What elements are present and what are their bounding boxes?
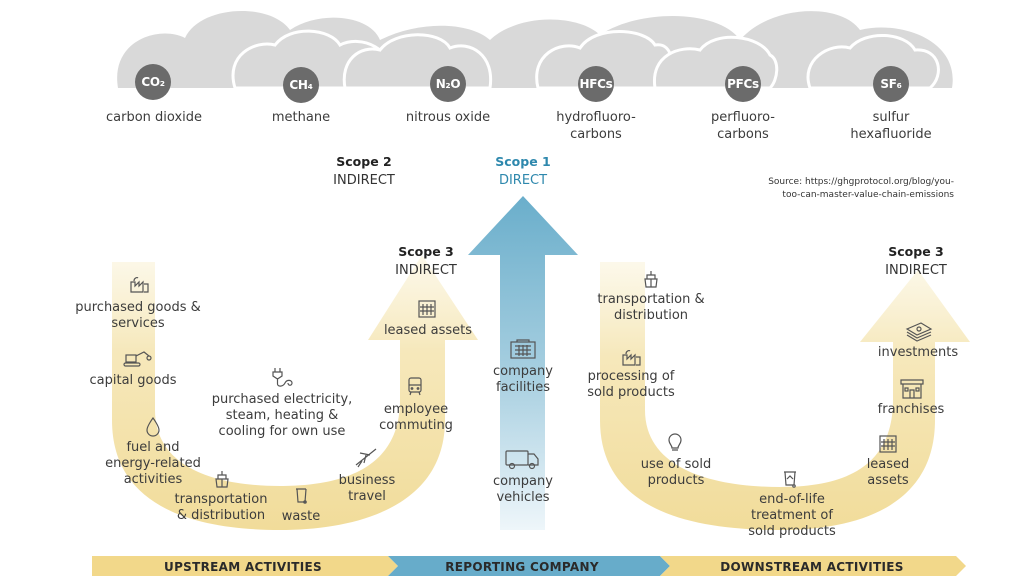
upstream-u-arrow [112,255,478,530]
downstream-item-end-of-life: end-of-life treatment of sold products [748,492,836,539]
upstream-item-transportation: transportation & distribution [174,492,268,523]
scope1-item-company-facilities: company facilities [493,364,553,395]
factory-icon [622,350,641,366]
droplet-icon [146,416,160,437]
money-stack-icon [905,322,933,342]
building-icon [879,435,897,453]
band-reporting-shape [388,556,670,576]
ship-icon [644,271,658,288]
downstream-item-transportation: transportation & distribution [597,292,705,323]
gas-symbol-circle: CO₂ [135,64,171,100]
upstream-item-waste: waste [281,509,321,524]
upstream-item-business-travel: business travel [338,473,396,504]
upstream-item-purchased-goods: purchased goods & services [75,300,201,331]
trash-bin-icon [296,488,307,504]
gas-name: perfluoro- carbons [711,110,775,142]
building-icon [510,339,536,359]
gas-name: sulfur hexafluoride [850,110,932,142]
source-citation: Source: https://ghgprotocol.org/blog/you… [768,177,954,200]
activity-band [92,556,966,576]
plug-icon [272,368,293,387]
clouds [117,10,953,90]
scope2-title: Scope 2 [336,154,392,169]
scope3-downstream-title: Scope 3 [888,244,944,259]
gas-symbol-circle: HFCs [578,66,614,102]
band-downstream-label: DOWNSTREAM ACTIVITIES [720,560,904,574]
excavator-icon [123,351,152,367]
downstream-item-leased-assets: leased assets [866,457,910,488]
downstream-item-use-of-sold-products: use of sold products [640,457,712,488]
gas-symbol-circle: CH₄ [283,67,319,103]
scope1-subtitle: DIRECT [498,173,548,188]
scope1-title: Scope 1 [495,154,551,169]
gas-symbol-circle: SF₆ [873,66,909,102]
gas-name: hydrofluoro- carbons [556,110,636,142]
scope3-downstream-subtitle: INDIRECT [885,263,947,278]
recycle-bin-icon [784,471,796,488]
ship-icon [215,471,229,488]
factory-icon [130,277,149,293]
truck-icon [505,450,539,470]
scope1-arrow [468,196,578,530]
scope1-item-company-vehicles: company vehicles [493,474,553,505]
downstream-u-arrow [600,262,970,530]
downstream-item-investments: investments [877,345,959,360]
scope3-upstream-title: Scope 3 [398,244,454,259]
airplane-icon [355,448,377,468]
band-upstream-shape [92,556,398,576]
gas-symbol-circle: N₂O [430,66,466,102]
upstream-item-capital-goods: capital goods [89,373,177,388]
downstream-item-franchises: franchises [877,402,945,417]
gas-name: nitrous oxide [405,110,491,125]
gas-name: carbon dioxide [105,110,203,125]
band-downstream-shape [660,556,966,576]
gas-symbol-circle: PFCs [725,66,761,102]
scope2-subtitle: INDIRECT [333,173,395,188]
band-upstream-label: UPSTREAM ACTIVITIES [164,560,322,574]
scope2-item-purchased-electricity: purchased electricity, steam, heating & … [211,392,353,439]
upstream-item-leased-assets: leased assets [383,323,473,338]
lightbulb-icon [668,433,682,451]
upstream-item-employee-commuting: employee commuting [379,402,453,433]
upstream-item-fuel-energy: fuel and energy-related activities [105,440,201,487]
downstream-item-processing: processing of sold products [587,369,675,400]
storefront-icon [900,379,924,399]
building-icon [418,300,436,318]
train-icon [408,377,422,396]
gas-name: methane [271,110,331,125]
band-reporting-label: REPORTING COMPANY [445,560,599,574]
scope3-upstream-subtitle: INDIRECT [395,263,457,278]
